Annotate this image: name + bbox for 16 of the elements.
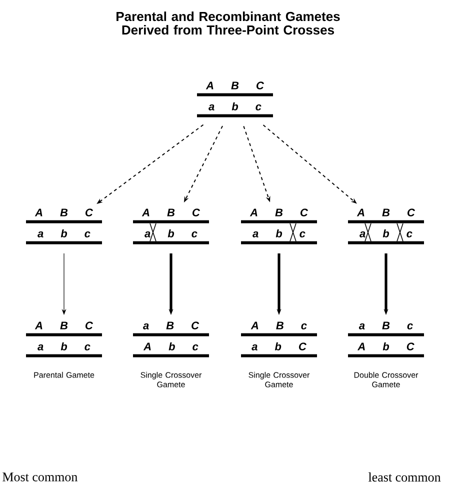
- chromosome-pair: a B c A b C: [348, 322, 424, 358]
- chromosome-pair: A B C a b c: [197, 82, 273, 118]
- chromosome-pair: A B C a b c: [241, 208, 317, 244]
- chromosome-pair: A B C a b c: [26, 208, 102, 244]
- gamete-caption: Single Crossover Gamete: [140, 372, 202, 388]
- gamete-caption: Single Crossover Gamete: [248, 372, 310, 388]
- gamete-caption: Double Crossover Gamete: [354, 372, 418, 388]
- chromosome-pair: A B C a b c: [133, 208, 209, 244]
- frequency-label: least common: [368, 472, 441, 482]
- chromosome-pair: A B C a b c: [348, 208, 424, 244]
- frequency-label: Most common: [2, 472, 78, 482]
- chromosome-pair: a B C A b c: [133, 322, 209, 358]
- gamete-caption: Parental Gamete: [34, 372, 94, 378]
- chromosome-pair: A B C a b c: [26, 322, 102, 358]
- chromosome-pair: A B c a b C: [241, 322, 317, 358]
- title: Parental and Recombinant Gametes Derived from Three-Point Crosses: [116, 12, 340, 35]
